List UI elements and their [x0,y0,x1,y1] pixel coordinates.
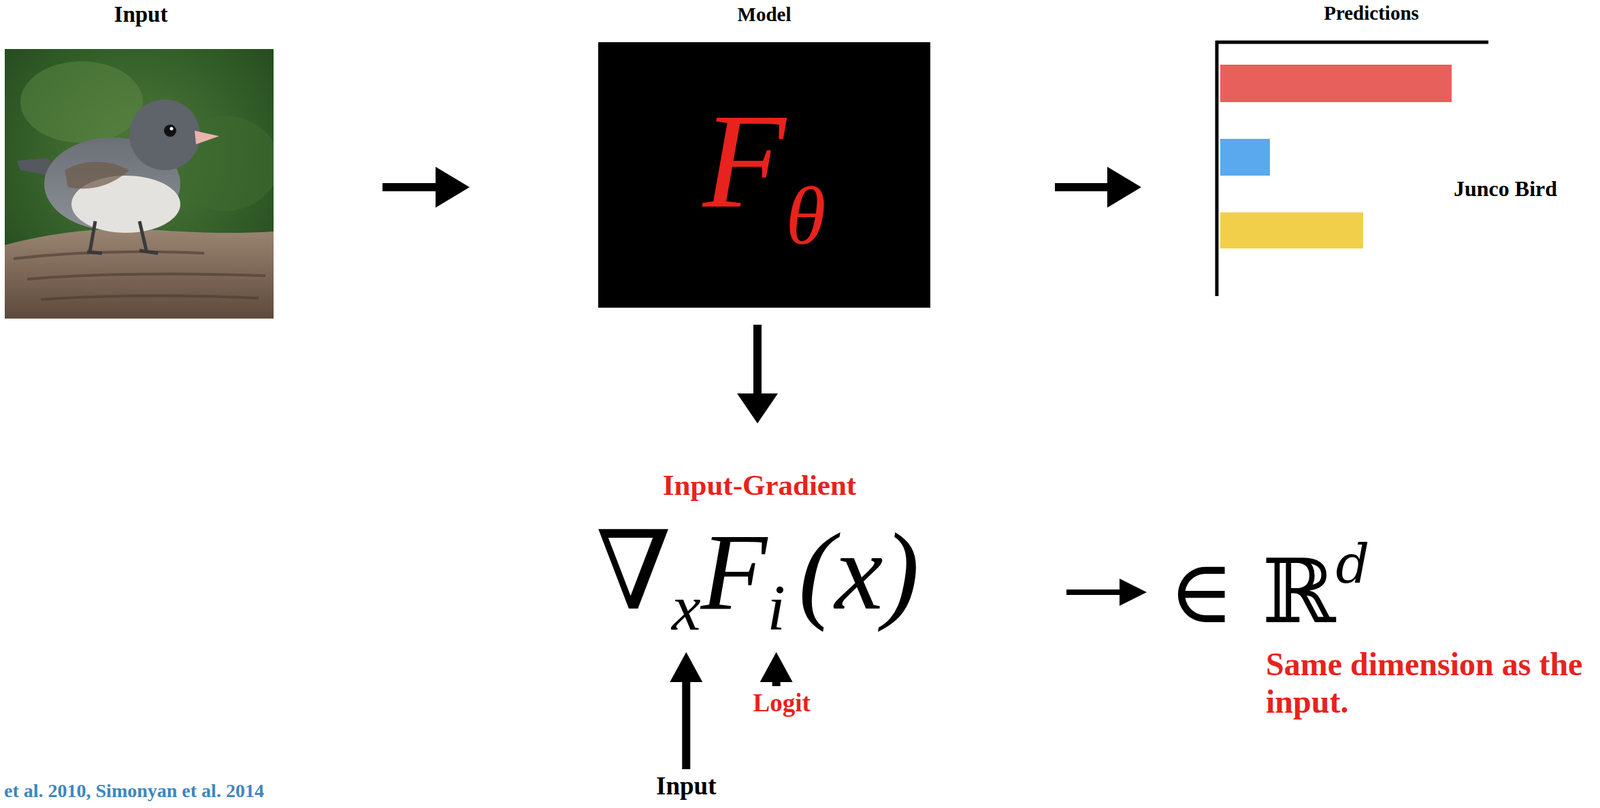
section-heading: Predictions [1323,2,1419,25]
input-subscript: x [671,575,701,641]
flow-arrow [382,166,470,208]
class-label: Junco Bird [1453,176,1558,202]
note-text: Same dimension as the input. [1265,645,1586,721]
flow-arrow [1066,578,1147,606]
formula-caption: Input-Gradient [662,468,857,502]
nabla-symbol: ∇ [595,517,672,627]
set-symbol: ∈ ℝ [1168,547,1336,636]
flow-arrow [1054,166,1142,208]
flow-arrow [737,324,778,424]
bird-photo [4,49,274,319]
section-heading: Input [114,2,169,28]
model-box: ModelFθ [598,42,931,308]
pointer-arrow-shaft [681,679,691,770]
box-heading: Model [598,3,931,26]
function-symbol: F [700,517,768,627]
argument: (x) [798,517,920,627]
function-symbol: F [702,93,786,230]
pointer-arrow-head [760,651,793,682]
model-symbol: Fθ [702,93,826,258]
pointer-label: Logit [753,688,811,718]
citation: et al. 2010, Simonyan et al. 2014 [4,779,265,802]
parameter-subscript: θ [786,175,827,258]
pointer-arrow-head [669,651,703,682]
dimension-superscript: d [1335,537,1370,591]
membership-formula: ∈ ℝd [1168,537,1370,637]
gradient-formula: ∇xFi(x) [595,517,920,641]
bar-chart [1215,40,1489,297]
pointer-label: Input [656,771,716,802]
logit-subscript: i [766,575,786,641]
